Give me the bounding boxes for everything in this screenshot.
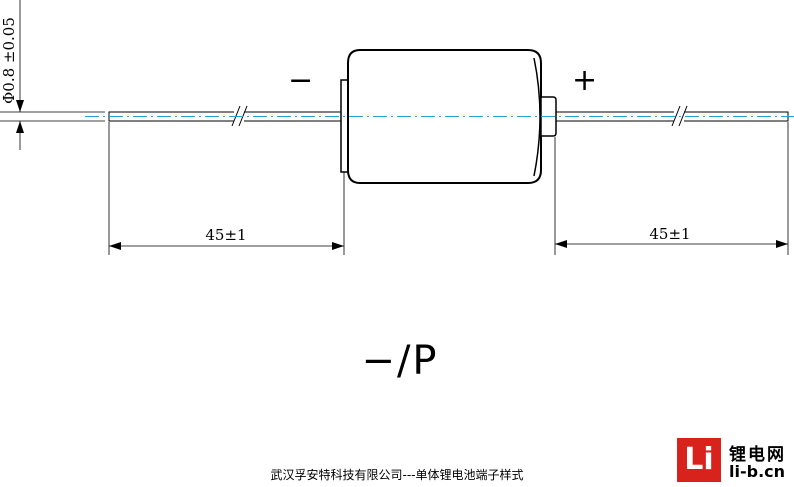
right-length-dimension: 45±1	[554, 122, 789, 255]
left-length-dimension: 45±1	[108, 122, 345, 255]
logo-mark: Li	[677, 438, 721, 482]
positive-sign: +	[572, 63, 597, 98]
cell-body	[347, 49, 542, 184]
site-logo: Li 锂电网 li-b.cn	[677, 438, 792, 484]
logo-name: 锂电网	[729, 445, 786, 465]
right-break-mark	[671, 105, 681, 127]
negative-sign: −	[288, 63, 313, 98]
right-length-label: 45±1	[649, 225, 690, 243]
crimp-groove	[533, 57, 541, 177]
logo-url: li-b.cn	[729, 462, 786, 481]
lead-diameter-dimension: Φ0.8 ±0.05	[0, 0, 105, 150]
variant-label: −/P	[361, 338, 439, 384]
lead-diameter-label: Φ0.8 ±0.05	[0, 17, 18, 104]
caption: 武汉孚安特科技有限公司---单体锂电池端子样式	[270, 468, 524, 482]
left-length-label: 45±1	[205, 226, 246, 244]
